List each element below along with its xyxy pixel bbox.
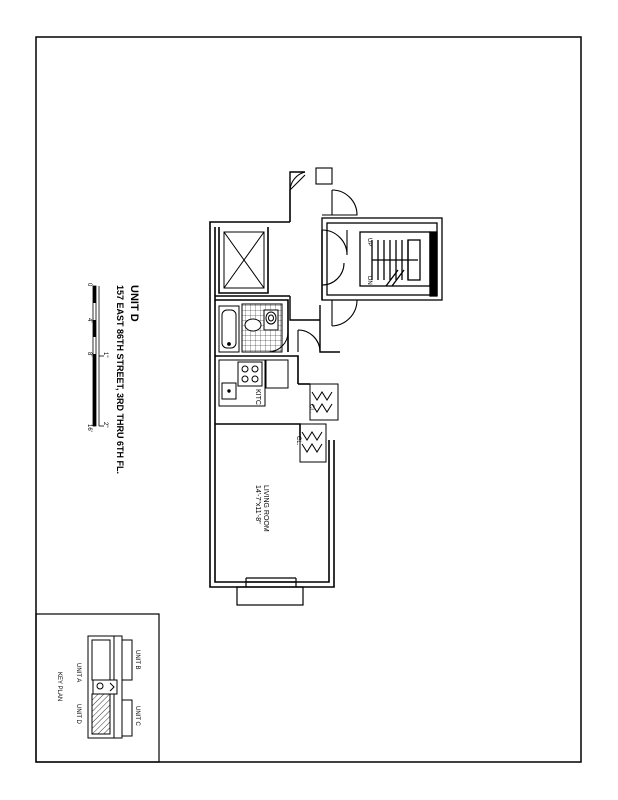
stair-down-label: DN (366, 276, 372, 285)
key-plan-unit-a: UNIT A (75, 663, 81, 682)
graphic-scale: 0 4' 8' 16' 1" 2" (86, 283, 108, 432)
stair-up-label: UP (366, 238, 372, 246)
scale-1in: 1" (102, 352, 108, 357)
closet-label-1: CL. (308, 404, 314, 414)
closet-label-2: CL. (295, 436, 301, 446)
doors (289, 167, 358, 353)
floor-plan (209, 167, 443, 606)
key-plan (87, 635, 133, 739)
living-room-label: LIVING ROOM (262, 485, 269, 532)
title-block: UNIT D 157 EAST 86TH STREET, 3RD THRU 6T… (115, 285, 140, 474)
key-plan-title: KEY PLAN (56, 672, 62, 701)
key-plan-frame (35, 613, 160, 763)
refrigerator (265, 359, 289, 389)
key-plan-unit-c: UNIT C (134, 706, 140, 727)
stair-tower (321, 217, 443, 301)
kitchen-label: KITC. (254, 389, 261, 407)
elevator-shaft (223, 231, 265, 289)
window-bay (236, 577, 304, 606)
scale-2in: 2" (102, 422, 108, 427)
scale-16ft: 16' (86, 424, 92, 432)
range (237, 361, 263, 387)
key-plan-unit-b: UNIT B (134, 650, 140, 670)
building-address: 157 EAST 86TH STREET, 3RD THRU 6TH FL. (115, 285, 125, 474)
key-plan-labels: KEY PLAN UNIT A UNIT B UNIT C UNIT D (56, 650, 140, 727)
closets (299, 383, 339, 463)
floor-plan-labels: KITC. LIVING ROOM 14'-7"x11'-8" CL. CL. … (254, 238, 372, 532)
key-plan-unit-d: UNIT D (75, 704, 81, 725)
bathroom (218, 303, 289, 353)
sink (244, 318, 262, 332)
sheet-border (35, 36, 582, 763)
scale-0: 0 (86, 283, 92, 287)
scale-8ft: 8' (86, 352, 92, 356)
kitchenette (218, 359, 289, 407)
unit-title: UNIT D (128, 285, 140, 322)
living-room-dimensions: 14'-7"x11'-8" (254, 485, 261, 524)
scale-4ft: 4' (86, 318, 92, 322)
